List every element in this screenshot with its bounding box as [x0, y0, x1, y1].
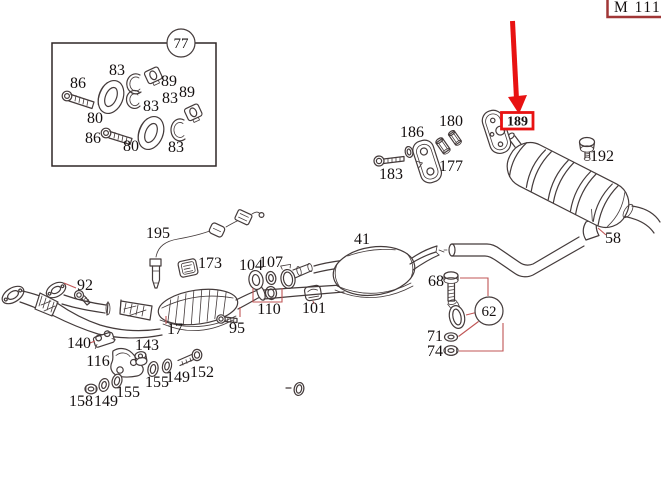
engine-code-text: M 111 [614, 0, 661, 16]
part-label-86[interactable]: 86 [85, 130, 101, 147]
mounting-hardware-62 [443, 271, 504, 356]
part-label-107[interactable]: 107 [259, 254, 283, 271]
part-label-92[interactable]: 92 [77, 277, 93, 294]
part-label-68[interactable]: 68 [428, 273, 444, 290]
front-pipe-assembly [1, 281, 266, 339]
group-number[interactable]: 77 [174, 36, 190, 52]
part-label-58[interactable]: 58 [605, 230, 621, 247]
part-label-180[interactable]: 180 [439, 113, 463, 130]
bottom-hanger-hardware [84, 330, 203, 395]
flange-hardware-cluster [373, 129, 462, 184]
part-label-143[interactable]: 143 [135, 337, 159, 354]
part-label-83[interactable]: 83 [168, 139, 184, 156]
part-label-80[interactable]: 80 [87, 110, 103, 127]
part-label-186[interactable]: 186 [400, 124, 424, 141]
part-label-83[interactable]: 83 [143, 98, 159, 115]
highlight-annotation: 189 [500, 20, 535, 131]
part-label-80[interactable]: 80 [123, 138, 139, 155]
plug-192 [578, 136, 596, 161]
rear-muffler [506, 132, 661, 241]
part-label-116[interactable]: 116 [86, 353, 109, 370]
pointer-lines [63, 227, 607, 344]
part-label-195[interactable]: 195 [146, 225, 170, 242]
group-number[interactable]: 62 [482, 304, 497, 320]
group-circle[interactable] [166, 28, 196, 58]
part-label-192[interactable]: 192 [590, 148, 614, 165]
engine-code-border [606, 0, 661, 19]
part-label-89[interactable]: 89 [161, 73, 177, 90]
part-label-158[interactable]: 158 [69, 393, 93, 410]
engine-code-box: M 111 [606, 0, 661, 19]
highlight-box[interactable] [500, 111, 535, 131]
highlight-arrow-head [508, 95, 527, 114]
part-label-183[interactable]: 183 [379, 166, 403, 183]
center-muffler [263, 245, 445, 300]
part-label-149[interactable]: 149 [94, 393, 118, 410]
part-label-155[interactable]: 155 [145, 374, 169, 391]
part-label-83[interactable]: 83 [162, 90, 178, 107]
part-label-155[interactable]: 155 [116, 384, 140, 401]
part-label-95[interactable]: 95 [229, 320, 245, 337]
part-label-177[interactable]: 177 [439, 158, 463, 175]
rubber-mount-101 [303, 284, 323, 302]
part-label-86[interactable]: 86 [70, 75, 86, 92]
part-label-83[interactable]: 83 [109, 62, 125, 79]
part-label-74[interactable]: 74 [427, 343, 443, 360]
hanger-kit-box [51, 42, 217, 167]
highlighted-part-number[interactable]: 189 [507, 115, 528, 130]
part-label-110[interactable]: 110 [257, 301, 280, 318]
part-label-17[interactable]: 17 [167, 321, 183, 338]
circled-labels-layer: 77 62 [166, 28, 504, 326]
part-label-173[interactable]: 173 [198, 255, 222, 272]
coupling-parts [248, 263, 323, 302]
part-label-104[interactable]: 104 [239, 257, 263, 274]
part-label-140[interactable]: 140 [67, 335, 91, 352]
circled-label-62[interactable]: 62 [474, 296, 504, 326]
part-label-149[interactable]: 149 [166, 369, 190, 386]
part-label-152[interactable]: 152 [190, 364, 214, 381]
bracket-173 [177, 258, 199, 278]
group-circle[interactable] [474, 296, 504, 326]
oxygen-sensor [149, 209, 265, 289]
intermediate-pipe [443, 236, 585, 278]
highlight-arrow-shaft [510, 20, 519, 100]
part-label-41[interactable]: 41 [354, 231, 370, 248]
circled-label-77[interactable]: 77 [166, 28, 196, 58]
part-label-89[interactable]: 89 [179, 84, 195, 101]
part-label-101[interactable]: 101 [302, 300, 326, 317]
spare-ring [285, 381, 305, 397]
part-label-71[interactable]: 71 [427, 328, 443, 345]
